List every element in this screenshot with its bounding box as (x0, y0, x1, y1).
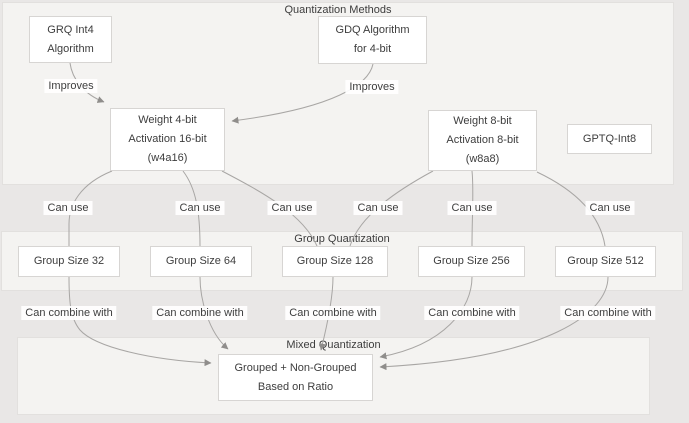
node-text-line: Activation 16-bit (128, 133, 207, 146)
node-text-line: (w4a16) (147, 151, 188, 164)
edge-label-can-combine-2: Can combine with (152, 306, 248, 320)
node-text-line: Grouped + Non-Grouped (234, 361, 357, 374)
container-title-mixed-quantization: Mixed Quantization (286, 339, 381, 351)
edge-label-can-use-5: Can use (447, 201, 497, 215)
node-text-line: Group Size 32 (33, 255, 105, 268)
container-title-group-quantization: Group Quantization (294, 233, 390, 245)
node-text-line: Weight 4-bit (138, 114, 197, 127)
node-text-line: Activation 8-bit (446, 134, 519, 147)
edge-label-can-combine-5: Can combine with (560, 306, 656, 320)
node-gptq-int8: GPTQ-Int8 (567, 124, 652, 154)
edge-label-can-combine-3: Can combine with (285, 306, 381, 320)
edge-gs32-to-mixed (68, 276, 212, 367)
node-text-line: Group Size 128 (296, 255, 374, 268)
node-w4a16: Weight 4-bit Activation 16-bit (w4a16) (110, 108, 225, 171)
edge-label-can-use-4: Can use (353, 201, 403, 215)
node-w8a8: Weight 8-bit Activation 8-bit (w8a8) (428, 110, 537, 171)
edge-w4a16-to-gs32 (68, 170, 113, 246)
node-text-line: GRQ Int4 (47, 23, 94, 36)
node-group-size-32: Group Size 32 (18, 246, 120, 277)
node-text-line: Group Size 256 (433, 255, 510, 268)
node-text-line: GPTQ-Int8 (582, 132, 637, 145)
node-text-line: Group Size 512 (567, 255, 644, 268)
node-text-line: Algorithm (47, 42, 94, 55)
edge-gdq-to-w4a16 (231, 63, 374, 124)
node-group-size-64: Group Size 64 (150, 246, 252, 277)
edge-gs256-to-mixed (379, 276, 473, 360)
edge-w8a8-to-gs512 (536, 171, 606, 247)
node-group-size-512: Group Size 512 (555, 246, 656, 277)
node-text-line: (w8a8) (465, 152, 500, 165)
edge-gs512-to-mixed (379, 276, 609, 371)
node-group-size-128: Group Size 128 (282, 246, 388, 277)
node-text-line: GDQ Algorithm (335, 24, 410, 37)
node-text-line: for 4-bit (353, 43, 392, 55)
edge-label-can-combine-1: Can combine with (21, 306, 117, 320)
edge-label-improves-1: Improves (44, 79, 98, 93)
node-text-line: Weight 8-bit (453, 115, 512, 128)
node-grq-int4-algorithm: GRQ Int4 Algorithm (29, 16, 112, 63)
node-group-size-256: Group Size 256 (418, 246, 525, 277)
node-text-line: Group Size 64 (165, 255, 237, 268)
edge-label-can-use-3: Can use (267, 201, 317, 215)
edge-label-can-use-1: Can use (43, 201, 93, 215)
node-grouped-non-grouped: Grouped + Non-Grouped Based on Ratio (218, 354, 373, 401)
edge-label-can-combine-4: Can combine with (424, 306, 520, 320)
edge-label-can-use-2: Can use (175, 201, 225, 215)
edge-label-improves-2: Improves (345, 80, 399, 94)
container-title-quantization-methods: Quantization Methods (284, 4, 392, 16)
node-text-line: Based on Ratio (257, 380, 334, 393)
edge-label-can-use-6: Can use (585, 201, 635, 215)
node-gdq-algorithm: GDQ Algorithm for 4-bit (318, 16, 427, 64)
